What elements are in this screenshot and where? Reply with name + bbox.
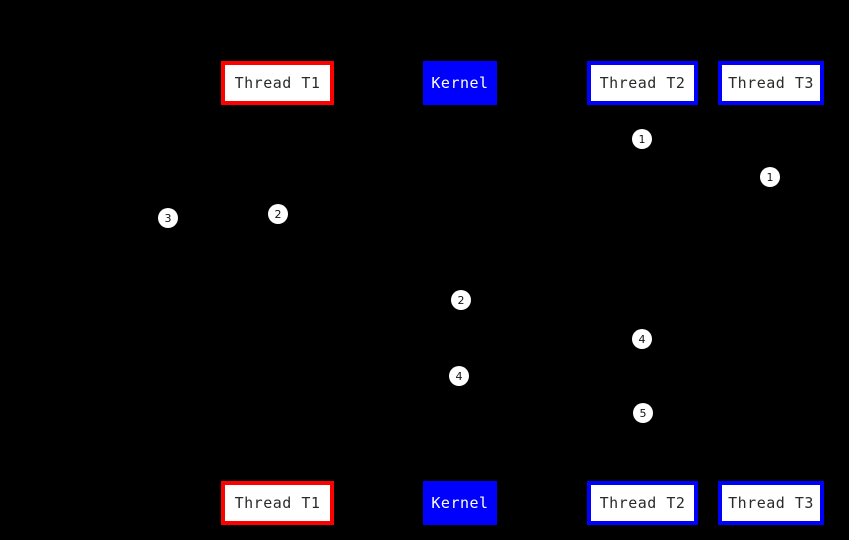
participant-footer-t2[interactable]: Thread T2 (587, 481, 698, 525)
participant-footer-kernel[interactable]: Kernel (423, 481, 497, 525)
participant-header-t3[interactable]: Thread T3 (718, 61, 824, 105)
step-marker: 5 (633, 403, 653, 423)
participant-header-t2[interactable]: Thread T2 (587, 61, 698, 105)
lifeline-t3 (771, 105, 772, 481)
participant-footer-t1[interactable]: Thread T1 (221, 481, 334, 525)
step-marker: 2 (451, 290, 471, 310)
step-marker: 4 (632, 329, 652, 349)
step-marker: 2 (268, 204, 288, 224)
lifeline-t1 (277, 105, 278, 481)
step-marker: 1 (760, 167, 780, 187)
step-marker: 3 (158, 208, 178, 228)
participant-header-t1[interactable]: Thread T1 (221, 61, 334, 105)
step-marker: 1 (632, 129, 652, 149)
participant-header-kernel[interactable]: Kernel (423, 61, 497, 105)
lifeline-t2 (642, 105, 643, 481)
participant-footer-t3[interactable]: Thread T3 (718, 481, 824, 525)
step-marker: 4 (449, 366, 469, 386)
